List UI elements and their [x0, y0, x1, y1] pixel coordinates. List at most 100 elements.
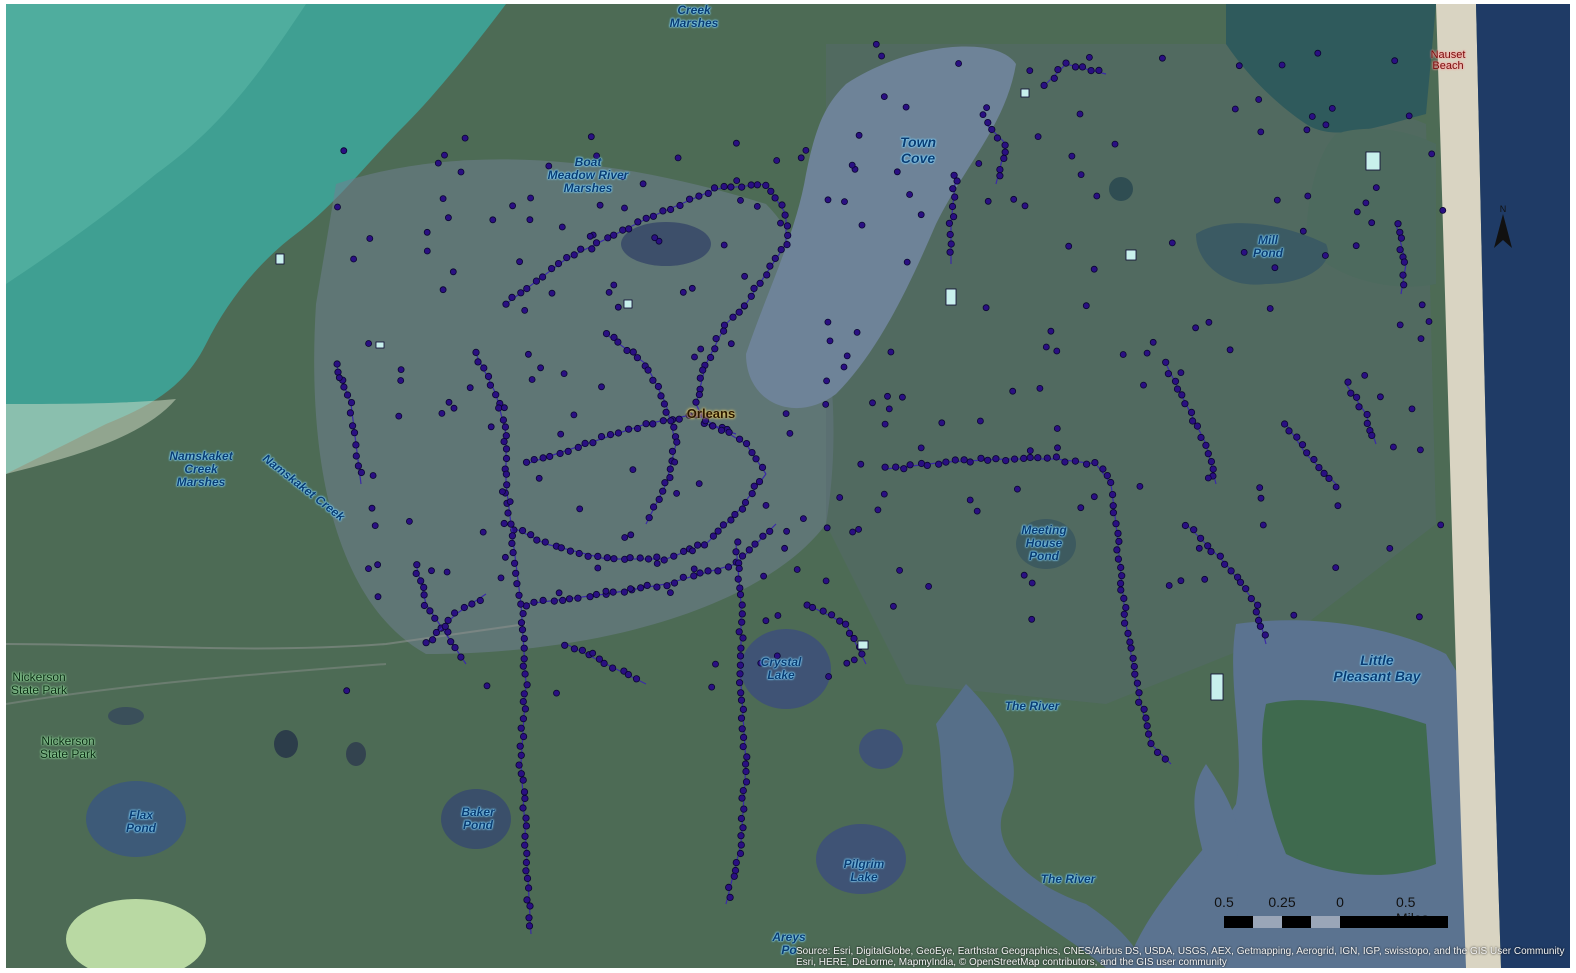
point-marker[interactable] — [1202, 441, 1210, 449]
point-marker[interactable] — [1372, 184, 1380, 192]
facility-polygon[interactable] — [857, 640, 869, 650]
point-marker[interactable] — [1325, 474, 1333, 482]
point-marker[interactable] — [762, 181, 770, 189]
point-marker[interactable] — [668, 447, 677, 455]
point-marker[interactable] — [823, 524, 831, 532]
point-marker[interactable] — [553, 689, 560, 697]
point-marker[interactable] — [644, 555, 653, 563]
point-marker[interactable] — [1278, 61, 1286, 69]
point-marker[interactable] — [627, 585, 634, 592]
point-marker[interactable] — [1254, 601, 1262, 609]
point-marker[interactable] — [1165, 582, 1173, 589]
point-marker[interactable] — [460, 603, 468, 612]
point-marker[interactable] — [855, 131, 863, 139]
point-marker[interactable] — [519, 804, 527, 812]
point-marker[interactable] — [422, 639, 430, 647]
point-marker[interactable] — [900, 465, 908, 473]
point-marker[interactable] — [732, 548, 740, 556]
point-marker[interactable] — [1192, 324, 1199, 332]
point-marker[interactable] — [626, 554, 634, 562]
point-marker[interactable] — [487, 423, 495, 431]
point-marker[interactable] — [501, 423, 509, 431]
point-marker[interactable] — [945, 219, 954, 227]
point-marker[interactable] — [872, 40, 880, 48]
point-marker[interactable] — [497, 574, 505, 582]
point-marker[interactable] — [733, 177, 741, 185]
point-marker[interactable] — [923, 461, 931, 469]
point-marker[interactable] — [563, 254, 571, 262]
point-marker[interactable] — [450, 404, 458, 412]
point-marker[interactable] — [541, 538, 549, 546]
point-marker[interactable] — [444, 616, 452, 625]
point-marker[interactable] — [570, 645, 579, 653]
point-marker[interactable] — [510, 559, 519, 567]
point-marker[interactable] — [594, 564, 602, 572]
point-marker[interactable] — [526, 902, 534, 910]
point-marker[interactable] — [438, 409, 446, 417]
point-marker[interactable] — [739, 733, 748, 742]
point-marker[interactable] — [762, 501, 770, 509]
point-marker[interactable] — [441, 151, 448, 159]
point-marker[interactable] — [518, 526, 527, 535]
point-marker[interactable] — [570, 251, 578, 259]
point-marker[interactable] — [740, 805, 748, 813]
point-marker[interactable] — [1363, 410, 1371, 419]
point-marker[interactable] — [629, 348, 637, 356]
point-marker[interactable] — [735, 435, 744, 443]
point-marker[interactable] — [1204, 450, 1212, 458]
point-marker[interactable] — [659, 417, 667, 425]
point-marker[interactable] — [1201, 575, 1209, 583]
point-marker[interactable] — [737, 644, 745, 652]
point-marker[interactable] — [881, 463, 889, 471]
point-marker[interactable] — [1071, 63, 1080, 71]
point-marker[interactable] — [439, 286, 447, 294]
point-marker[interactable] — [666, 205, 675, 214]
point-marker[interactable] — [1405, 112, 1413, 120]
point-marker[interactable] — [519, 697, 527, 706]
point-marker[interactable] — [397, 366, 405, 374]
point-marker[interactable] — [457, 168, 465, 176]
point-marker[interactable] — [1117, 586, 1125, 594]
facility-polygon[interactable] — [1125, 249, 1137, 261]
point-marker[interactable] — [736, 661, 745, 669]
point-marker[interactable] — [637, 584, 645, 592]
point-marker[interactable] — [559, 596, 567, 605]
point-marker[interactable] — [619, 226, 627, 234]
point-marker[interactable] — [1117, 563, 1125, 572]
point-marker[interactable] — [1428, 150, 1436, 158]
point-marker[interactable] — [486, 381, 494, 389]
point-marker[interactable] — [502, 300, 510, 308]
point-marker[interactable] — [712, 334, 720, 343]
point-marker[interactable] — [1362, 199, 1370, 207]
point-marker[interactable] — [629, 466, 637, 474]
point-marker[interactable] — [447, 638, 455, 646]
point-marker[interactable] — [773, 157, 781, 164]
point-marker[interactable] — [1034, 133, 1042, 141]
point-marker[interactable] — [709, 422, 717, 430]
point-marker[interactable] — [512, 569, 520, 577]
point-marker[interactable] — [439, 195, 447, 203]
point-marker[interactable] — [516, 258, 523, 266]
point-marker[interactable] — [1052, 453, 1061, 461]
point-marker[interactable] — [1145, 730, 1153, 738]
point-marker[interactable] — [670, 579, 679, 587]
point-marker[interactable] — [724, 563, 733, 571]
point-marker[interactable] — [797, 154, 805, 162]
point-marker[interactable] — [1304, 192, 1312, 200]
point-marker[interactable] — [523, 849, 531, 858]
point-marker[interactable] — [595, 655, 604, 663]
point-marker[interactable] — [461, 134, 469, 142]
point-marker[interactable] — [1257, 494, 1265, 502]
point-marker[interactable] — [691, 353, 698, 361]
point-marker[interactable] — [657, 392, 665, 400]
point-marker[interactable] — [757, 659, 765, 667]
point-marker[interactable] — [836, 617, 844, 625]
point-marker[interactable] — [735, 564, 743, 573]
point-marker[interactable] — [979, 111, 987, 118]
point-marker[interactable] — [673, 489, 680, 497]
point-marker[interactable] — [1127, 644, 1135, 652]
point-marker[interactable] — [593, 152, 600, 160]
point-marker[interactable] — [476, 596, 484, 605]
facility-polygon[interactable] — [1365, 151, 1381, 171]
point-marker[interactable] — [753, 181, 762, 189]
